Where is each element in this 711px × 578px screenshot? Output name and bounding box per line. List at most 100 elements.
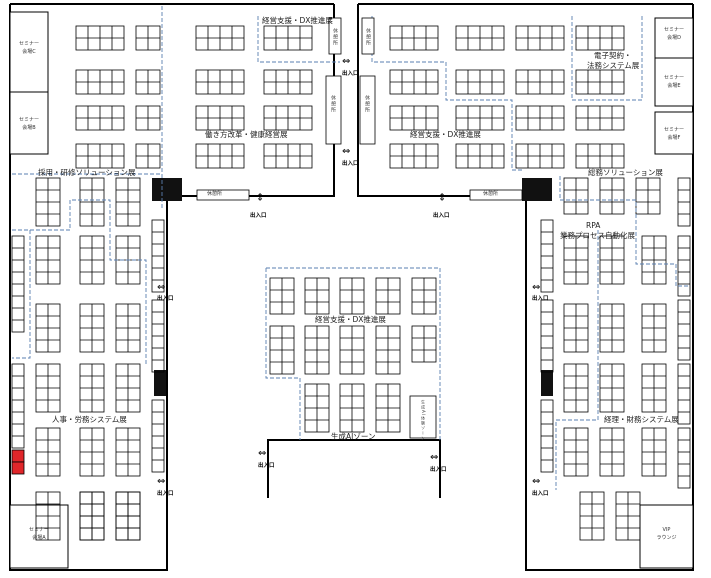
zone-label-legal: 法務システム展 (587, 61, 640, 70)
booth-block (79, 235, 105, 285)
booth-block (375, 383, 401, 433)
rest-label-right: 休憩所 (483, 191, 499, 197)
booth-block (263, 69, 313, 95)
booth-block (195, 143, 245, 169)
booth-block (540, 399, 554, 473)
booth-block (677, 299, 691, 361)
booth-block (677, 427, 691, 489)
booth-block (35, 363, 61, 413)
booth-block (79, 177, 105, 227)
booth-block (115, 427, 141, 477)
booth-block (195, 25, 245, 51)
booth-block (135, 143, 161, 169)
zone-label-e-contract: 電子契約・ (594, 51, 632, 60)
booth-block (563, 427, 589, 477)
booth-block (339, 383, 365, 433)
zone-label-rpa: RPA (586, 221, 601, 230)
double-arrow-icon: ⇔ (254, 192, 266, 202)
booth-block (135, 105, 161, 131)
booth-block (599, 303, 625, 353)
booth-block (135, 25, 161, 51)
booth-block (635, 177, 661, 215)
booth-block (641, 363, 667, 413)
booth-block (151, 299, 165, 373)
seminar-room-a: セミナー会場A (28, 527, 49, 541)
booth-block (195, 69, 245, 95)
zone-label-center-dx: 経営支援・DX推進展 (315, 315, 386, 324)
seminar-room-e: セミナー会場E (663, 75, 684, 89)
booth-block (304, 383, 330, 433)
booth-block (11, 363, 25, 449)
seminar-room-b: セミナー会場B (18, 117, 39, 131)
rest-label-left: 休憩所 (207, 191, 223, 197)
booth-block (115, 303, 141, 353)
rest-label-mid-a: 休憩所 (330, 95, 336, 113)
booth-block (599, 235, 625, 285)
booth-block (411, 277, 437, 315)
booth-block (563, 303, 589, 353)
booth-block (563, 177, 589, 215)
double-arrow-icon: ⇔ (430, 452, 439, 463)
booth-block (35, 235, 61, 285)
seminar-room-boxes (9, 11, 694, 569)
booth-block (151, 219, 165, 293)
rest-label-center: 生成AI体験ゾーン (421, 400, 426, 441)
black-blocks (152, 178, 553, 396)
booth-block (615, 491, 641, 541)
double-arrow-icon: ⇔ (258, 448, 267, 459)
booth-block (575, 143, 625, 169)
booth-block (339, 325, 365, 375)
zone-label-ai: 生成AIゾーン (331, 432, 376, 441)
zone-border-line (571, 16, 643, 101)
booth-block (263, 143, 313, 169)
booth-block (79, 427, 105, 477)
booth-block (599, 177, 625, 215)
booth-block (304, 325, 330, 375)
seminar-room-c: セミナー会場C (18, 41, 39, 55)
booth-block (35, 427, 61, 477)
rest-label-top-a: 休憩所 (332, 28, 338, 46)
double-arrow-icon: ⇔ (532, 476, 541, 487)
double-arrow-icon: ⇔ (436, 192, 448, 202)
booth-block (195, 105, 245, 131)
booth-block (515, 143, 565, 169)
booth-block (263, 25, 313, 51)
booth-block (599, 427, 625, 477)
booth-block (575, 25, 625, 51)
seminar-room-d: セミナー会場D (663, 27, 684, 41)
booth-block (151, 399, 165, 473)
booth-block (35, 177, 61, 227)
booth-block (563, 363, 589, 413)
zone-label-work-style: 働き方改革・健康経営展 (205, 130, 288, 139)
booth-block (304, 277, 330, 315)
zone-label-accounting: 経理・財務システム展 (604, 415, 679, 424)
outer-walls (9, 3, 694, 571)
zone-label-general: 総務ソリューション展 (588, 168, 663, 177)
highlight-booths (11, 449, 25, 475)
zone-label-hr: 人事・労務システム展 (52, 415, 127, 424)
zone-border-line (72, 199, 147, 366)
zone-label-top-dx: 経営支援・DX推進展 (262, 16, 333, 25)
double-arrow-icon: ⇔ (157, 282, 166, 293)
booth-block (389, 143, 439, 169)
booth-block (579, 491, 605, 541)
booth-block (389, 25, 439, 51)
booth-block (677, 177, 691, 227)
booth-block (677, 235, 691, 297)
booth-block (339, 277, 365, 315)
booth-block (75, 105, 125, 131)
booth-block (35, 491, 61, 541)
zone-label-dx-right: 経営支援・DX推進展 (410, 130, 481, 139)
booth-block (35, 303, 61, 353)
booth-block (599, 363, 625, 413)
zone-border-line (257, 16, 340, 63)
booth-block (641, 303, 667, 353)
booth-block (375, 277, 401, 315)
booth-block (563, 235, 589, 285)
zone-borders (12, 6, 690, 490)
booth-block (411, 325, 437, 363)
booth-block (115, 177, 141, 227)
booth-block (641, 427, 667, 477)
